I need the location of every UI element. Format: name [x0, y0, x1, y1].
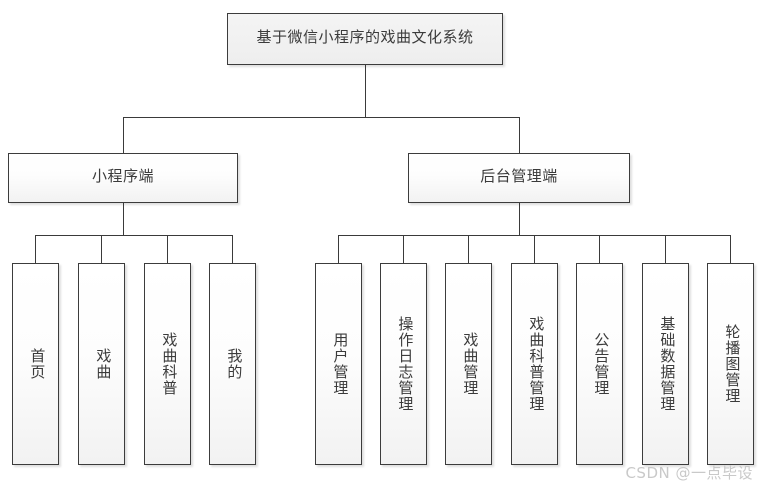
node-leaf-carousel-management-label: 轮播图管理 — [723, 324, 740, 404]
node-leaf-opera-management[interactable]: 戏曲管理 — [445, 263, 492, 465]
connector-admin-leaf-drop-3 — [468, 235, 469, 263]
connector-admin-leaf-drop-1 — [338, 235, 339, 263]
node-leaf-opera-management-label: 戏曲管理 — [461, 332, 478, 396]
node-branch-admin[interactable]: 后台管理端 — [408, 153, 630, 203]
connector-miniprogram-drop — [123, 203, 124, 235]
node-leaf-opera[interactable]: 戏曲 — [78, 263, 125, 465]
connector-admin-leaf-drop-6 — [665, 235, 666, 263]
node-leaf-operation-log-management-label: 操作日志管理 — [396, 316, 413, 412]
node-leaf-mine-label: 我的 — [225, 348, 242, 380]
connector-leaf-drop-1 — [35, 235, 36, 263]
node-leaf-announcement-management[interactable]: 公告管理 — [576, 263, 623, 465]
node-root-label: 基于微信小程序的戏曲文化系统 — [256, 30, 474, 47]
node-leaf-user-management[interactable]: 用户管理 — [315, 263, 362, 465]
connector-root-drop — [365, 65, 366, 117]
node-branch-miniprogram[interactable]: 小程序端 — [8, 153, 238, 203]
node-root[interactable]: 基于微信小程序的戏曲文化系统 — [227, 13, 503, 65]
connector-admin-leaf-drop-5 — [599, 235, 600, 263]
connector-admin-leaf-drop-2 — [403, 235, 404, 263]
node-leaf-home-label: 首页 — [28, 348, 45, 380]
node-leaf-opera-science-management-label: 戏曲科普管理 — [527, 316, 544, 412]
connector-leaf-drop-3 — [167, 235, 168, 263]
connector-leaf-drop-2 — [101, 235, 102, 263]
node-leaf-home[interactable]: 首页 — [12, 263, 59, 465]
node-leaf-basic-data-management-label: 基础数据管理 — [658, 316, 675, 412]
node-branch-miniprogram-label: 小程序端 — [91, 169, 154, 186]
node-leaf-basic-data-management[interactable]: 基础数据管理 — [642, 263, 689, 465]
node-branch-admin-label: 后台管理端 — [480, 169, 558, 186]
node-leaf-mine[interactable]: 我的 — [209, 263, 256, 465]
connector-branch-drop-left — [123, 117, 124, 153]
connector-leaf-drop-4 — [232, 235, 233, 263]
node-leaf-opera-label: 戏曲 — [94, 348, 111, 380]
connector-admin-leaf-drop-4 — [534, 235, 535, 263]
connector-branch-drop-right — [519, 117, 520, 153]
node-leaf-opera-science-label: 戏曲科普 — [160, 332, 177, 396]
csdn-watermark: CSDN @一点毕设 — [625, 464, 753, 482]
connector-miniprogram-bus — [35, 235, 232, 236]
node-leaf-operation-log-management[interactable]: 操作日志管理 — [380, 263, 427, 465]
node-leaf-announcement-management-label: 公告管理 — [592, 332, 609, 396]
connector-admin-leaf-drop-7 — [730, 235, 731, 263]
connector-admin-drop — [519, 203, 520, 235]
node-leaf-carousel-management[interactable]: 轮播图管理 — [707, 263, 754, 465]
node-leaf-user-management-label: 用户管理 — [331, 332, 348, 396]
node-leaf-opera-science-management[interactable]: 戏曲科普管理 — [511, 263, 558, 465]
node-leaf-opera-science[interactable]: 戏曲科普 — [144, 263, 191, 465]
connector-branch-bus — [123, 117, 520, 118]
